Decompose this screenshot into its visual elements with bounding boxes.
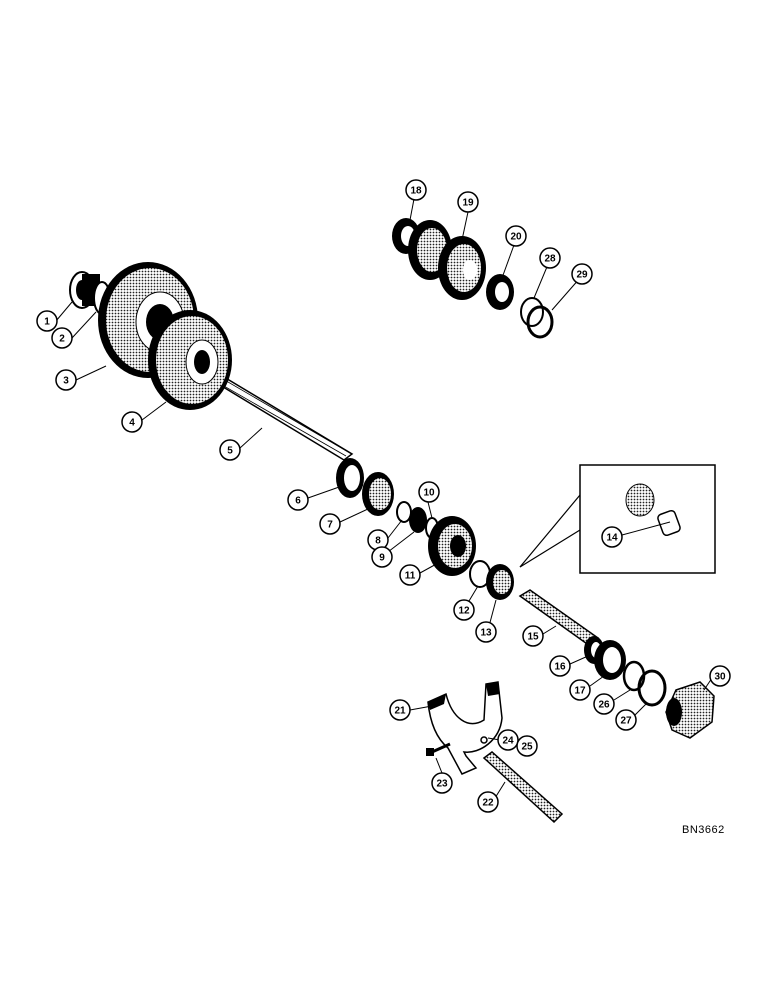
shifter-fork-group	[426, 681, 564, 824]
lockwasher-24	[480, 736, 488, 744]
callout-10: 10	[418, 481, 440, 503]
svg-text:1: 1	[44, 317, 50, 328]
callout-26: 26	[593, 693, 615, 715]
svg-text:29: 29	[576, 270, 588, 281]
callout-29: 29	[571, 263, 593, 285]
svg-text:21: 21	[394, 706, 406, 717]
callout-1: 1	[36, 310, 58, 332]
svg-text:3: 3	[63, 376, 69, 387]
seal-27	[637, 669, 667, 707]
svg-text:4: 4	[129, 418, 135, 429]
spacer-8	[396, 501, 412, 523]
svg-text:19: 19	[462, 198, 474, 209]
countershaft-assembly	[392, 218, 554, 339]
sliding-gear-11	[428, 516, 476, 576]
callout-27: 27	[615, 709, 637, 731]
callout-20: 20	[505, 225, 527, 247]
callout-5: 5	[219, 439, 241, 461]
svg-text:24: 24	[502, 736, 514, 747]
callout-19: 19	[457, 191, 479, 213]
svg-text:12: 12	[458, 606, 470, 617]
callout-3: 3	[55, 369, 77, 391]
bearing-6	[336, 458, 364, 498]
svg-text:23: 23	[436, 779, 448, 790]
shifter-fork-21	[427, 681, 503, 775]
callout-6: 6	[287, 489, 309, 511]
bearing-20	[486, 274, 514, 310]
leader-lines	[55, 198, 713, 799]
svg-text:16: 16	[554, 662, 566, 673]
svg-text:30: 30	[714, 672, 726, 683]
reference-code: BN3662	[682, 824, 725, 836]
seal-29	[526, 305, 554, 339]
callout-9: 9	[371, 546, 393, 568]
shift-rail-22	[482, 751, 564, 824]
svg-text:14: 14	[606, 533, 618, 544]
bearing-9	[409, 507, 427, 533]
svg-text:9: 9	[379, 553, 385, 564]
gear-13	[486, 564, 514, 600]
detail-inset	[519, 464, 716, 574]
svg-text:20: 20	[510, 232, 522, 243]
yoke-30	[665, 681, 715, 739]
callout-22: 22	[477, 791, 499, 813]
svg-text:7: 7	[327, 520, 333, 531]
svg-text:6: 6	[295, 496, 301, 507]
svg-text:17: 17	[574, 686, 586, 697]
callout-25: 25	[516, 735, 538, 757]
svg-text:2: 2	[59, 334, 65, 345]
svg-text:27: 27	[620, 716, 632, 727]
callout-14: 14	[601, 526, 623, 548]
callout-30: 30	[709, 665, 731, 687]
callout-12: 12	[453, 599, 475, 621]
callout-11: 11	[399, 564, 421, 586]
callout-4: 4	[121, 411, 143, 433]
gear-4	[148, 310, 232, 410]
callout-21: 21	[389, 699, 411, 721]
callout-7: 7	[319, 513, 341, 535]
bearing-17	[594, 640, 626, 680]
svg-text:28: 28	[544, 254, 556, 265]
callout-13: 13	[475, 621, 497, 643]
detail-gear	[625, 483, 655, 517]
pin-14	[657, 509, 681, 537]
svg-text:5: 5	[227, 446, 233, 457]
callout-18: 18	[405, 179, 427, 201]
svg-text:22: 22	[482, 798, 494, 809]
callout-16: 16	[549, 655, 571, 677]
main-shaft-assembly	[69, 262, 715, 739]
callout-23: 23	[431, 772, 453, 794]
svg-text:10: 10	[423, 488, 435, 499]
svg-text:13: 13	[480, 628, 492, 639]
gear-7	[362, 472, 394, 516]
svg-text:11: 11	[405, 571, 416, 582]
svg-text:8: 8	[375, 536, 381, 547]
callout-17: 17	[569, 679, 591, 701]
gear-19	[408, 220, 486, 300]
bolt-23	[426, 742, 451, 756]
svg-text:26: 26	[598, 700, 610, 711]
snap-ring-28	[520, 297, 544, 327]
callout-24: 24	[497, 729, 519, 751]
svg-text:18: 18	[410, 186, 422, 197]
callout-2: 2	[51, 327, 73, 349]
svg-text:15: 15	[527, 632, 539, 643]
svg-text:25: 25	[521, 742, 533, 753]
callout-15: 15	[522, 625, 544, 647]
callout-28: 28	[539, 247, 561, 269]
